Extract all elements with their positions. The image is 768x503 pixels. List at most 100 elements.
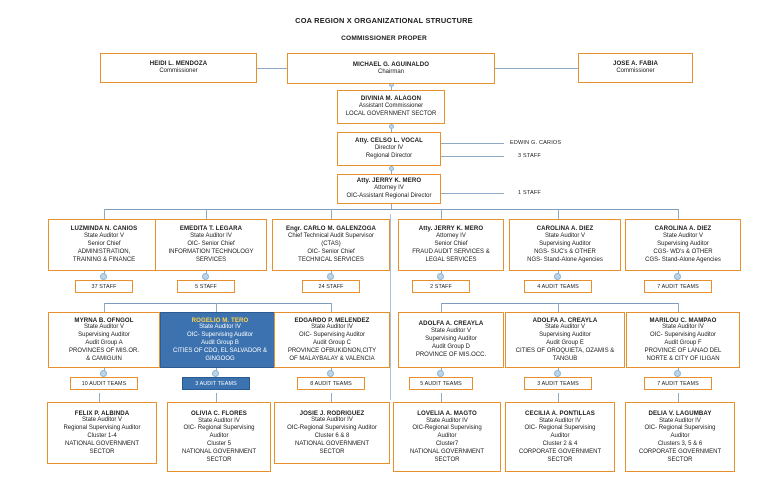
org-box-line: OIC- Supervising Auditor xyxy=(649,332,717,339)
org-box-canios[interactable]: LUZMINDA N. CANIOS State Auditor V Senio… xyxy=(48,219,160,271)
org-box-line: State Auditor IV xyxy=(426,417,468,424)
org-box-creayla-d[interactable]: ADOLFA A. CREAYLA State Auditor V Superv… xyxy=(398,312,504,368)
org-box-pontillas[interactable]: CECILIA A. PONTILLAS State Auditor IV OI… xyxy=(505,402,615,472)
staff-tag-legara[interactable]: 5 STAFF xyxy=(177,280,235,293)
org-box-line: State Auditor V xyxy=(662,233,704,240)
org-box-legara[interactable]: EMEDITA T. LEGARA State Auditor IV OIC- … xyxy=(155,219,267,271)
org-box-line: OIC- Regional Supervising xyxy=(524,425,596,432)
connector-bus-row2-right xyxy=(441,303,678,305)
org-box-line: Cluster7 xyxy=(435,440,459,447)
staff-tag-canios[interactable]: 37 STAFF xyxy=(75,280,133,293)
org-box-vocal[interactable]: Atty. CELSO L. VOCAL Director IV Regiona… xyxy=(337,132,441,166)
org-box-line: Assistant Commissioner xyxy=(358,103,424,110)
org-box-mendoza[interactable]: HEIDI L. MENDOZA Commissioner xyxy=(100,53,257,83)
connector-drop-row2-6 xyxy=(678,303,679,312)
connector-mendoza-to-chairman xyxy=(257,68,287,69)
staff-tag-diez-ngs[interactable]: 4 AUDIT TEAMS xyxy=(524,280,592,293)
org-box-line: NATIONAL GOVERNMENT xyxy=(294,440,369,447)
org-box-magto[interactable]: LOVELIA A. MAGTO State Auditor IV OIC-Re… xyxy=(393,402,501,472)
org-box-line: TRAINING & FINANCE xyxy=(72,256,136,263)
connector-drop-row1-5 xyxy=(558,209,559,219)
org-box-line: Supervising Auditor xyxy=(539,241,591,248)
org-box-diez-ngs[interactable]: CAROLINA A. DIEZ State Auditor V Supervi… xyxy=(509,219,621,271)
org-box-line: PROVINCES OF MIS.OR. xyxy=(68,347,139,354)
org-box-line: Attorney IV xyxy=(436,233,466,240)
org-box-line: Audit Group C xyxy=(312,340,352,347)
org-box-line: TECHNICAL SERVICES xyxy=(298,256,364,263)
org-box-ofngol[interactable]: MYRNA B. OFNGOL State Auditor V Supervis… xyxy=(48,312,160,368)
staff-tag-galenzoga[interactable]: 24 STAFF xyxy=(302,280,360,293)
org-box-line: OIC-Regional Supervising xyxy=(412,425,482,432)
audit-tag-ofngol[interactable]: 10 AUDIT TEAMS xyxy=(70,377,138,390)
org-box-name: HEIDI L. MENDOZA xyxy=(149,60,208,68)
connector-drop-row1-6 xyxy=(678,209,679,219)
org-box-line: State Auditor IV xyxy=(311,417,353,424)
org-box-line: State Auditor V xyxy=(430,328,472,335)
connector-node-icon xyxy=(100,273,107,280)
org-box-fabia[interactable]: JOSE A. FABIA Commissioner xyxy=(578,53,693,83)
org-box-line: OIC- Senior Chief xyxy=(307,248,355,255)
org-box-line: SECTOR xyxy=(89,448,115,455)
audit-tag-creayla-d[interactable]: 5 AUDIT TEAMS xyxy=(409,377,473,390)
org-box-line: State Auditor V xyxy=(544,233,586,240)
org-box-line: CITIES OF OROQUIETA, OZAMIS & xyxy=(515,347,615,354)
connector-vocal-to-3staff xyxy=(440,156,504,157)
org-box-name: EMEDITA T. LEGARA xyxy=(179,225,243,233)
connector-chairman-to-alagon xyxy=(391,84,392,92)
staff-tag-diez-cgs[interactable]: 7 AUDIT TEAMS xyxy=(644,280,712,293)
org-box-aguinaldo[interactable]: MICHAEL G. AGUINALDO Chairman xyxy=(287,53,495,84)
org-box-line: State Auditor V xyxy=(544,324,586,331)
connector-drop-row2-5 xyxy=(558,303,559,312)
org-box-galenzoga[interactable]: Engr. CARLO M. GALENZOGA Chief Technical… xyxy=(272,219,390,271)
org-box-name: EDGARDO P. MELENDEZ xyxy=(294,316,370,324)
org-box-line: PROVINCE OF LANAO DEL xyxy=(644,347,722,354)
side-label-vocal-staff: 3 STAFF xyxy=(518,153,541,159)
connector-bus-row2-left xyxy=(104,303,331,305)
org-box-line: Chief Technical Audit Supervisor xyxy=(288,233,374,240)
org-box-line: Audit Group D xyxy=(431,343,471,350)
org-box-albinda[interactable]: FELIX P. ALBINDA State Auditor V Regiona… xyxy=(47,402,157,464)
connector-node-icon xyxy=(327,273,334,280)
staff-tag-mero-fraud[interactable]: 2 STAFF xyxy=(412,280,470,293)
org-box-line: CITIES OF CDO, EL SALVADOR & xyxy=(173,347,267,354)
org-box-melendez[interactable]: EDGARDO P. MELENDEZ State Auditor IV OIC… xyxy=(274,312,390,368)
org-box-line: Supervising Auditor xyxy=(539,332,591,339)
audit-tag-tero[interactable]: 3 AUDIT TEAMS xyxy=(182,377,250,390)
connector-node-icon xyxy=(327,370,334,377)
org-box-line: Commissioner xyxy=(616,68,655,75)
org-box-alagon[interactable]: DIVINIA M. ALAGON Assistant Commissioner… xyxy=(337,90,445,124)
org-box-rodriguez[interactable]: JOSIE J. RODRIGUEZ State Auditor IV OIC-… xyxy=(274,402,390,464)
org-box-line: OIC- Supervising Auditor xyxy=(186,332,254,339)
org-box-line: SECTOR xyxy=(206,456,232,463)
org-box-name: JOSE A. FABIA xyxy=(612,60,659,68)
org-box-line: Senior Chief xyxy=(434,241,468,248)
org-box-name: Atty. JERRY K. MERO xyxy=(356,177,422,185)
connector-drop-row3-1 xyxy=(99,393,100,402)
org-box-diez-cgs[interactable]: CAROLINA A. DIEZ State Auditor V Supervi… xyxy=(625,219,741,271)
org-box-line: Supervising Auditor xyxy=(78,332,130,339)
org-box-lagumbay[interactable]: DELIA V. LAGUMBAY State Auditor IV OIC- … xyxy=(625,402,735,472)
org-box-name: ROGELIO M. TERO xyxy=(191,316,249,324)
org-box-flores[interactable]: OLIVIA C. FLORES State Auditor IV OIC- R… xyxy=(167,402,271,472)
connector-node-icon xyxy=(554,273,561,280)
side-label-mero-staff: 1 STAFF xyxy=(518,190,541,196)
connector-node-icon xyxy=(100,370,107,377)
audit-tag-melendez[interactable]: 8 AUDIT TEAMS xyxy=(297,377,365,390)
org-box-tero[interactable]: ROGELIO M. TERO State Auditor IV OIC- Su… xyxy=(160,312,280,368)
org-box-name: JOSIE J. RODRIGUEZ xyxy=(299,409,365,417)
connector-bus-row1 xyxy=(104,209,678,211)
org-box-mero-ard[interactable]: Atty. JERRY K. MERO Attorney IV OIC-Assi… xyxy=(337,174,441,204)
org-box-mampao[interactable]: MARILOU C. MAMPAO State Auditor IV OIC- … xyxy=(626,312,740,368)
org-box-creayla-e[interactable]: ADOLFA A. CREAYLA State Auditor V Superv… xyxy=(505,312,625,368)
org-box-line: State Auditor IV xyxy=(198,417,240,424)
org-box-mero-fraud[interactable]: Atty. JERRY K. MERO Attorney IV Senior C… xyxy=(398,219,504,271)
org-box-line: Auditor xyxy=(550,433,570,440)
audit-tag-mampao[interactable]: 7 AUDIT TEAMS xyxy=(644,377,712,390)
connector-drop-row3-5 xyxy=(558,393,559,402)
audit-tag-creayla-e[interactable]: 3 AUDIT TEAMS xyxy=(524,377,592,390)
org-box-line: Audit Group B xyxy=(201,340,239,347)
connector-drop-row2-2 xyxy=(216,303,217,312)
org-box-line: CGS- WD's & OTHER xyxy=(653,248,713,255)
org-box-line: CGS- Stand-Alone Agencies xyxy=(645,256,721,263)
